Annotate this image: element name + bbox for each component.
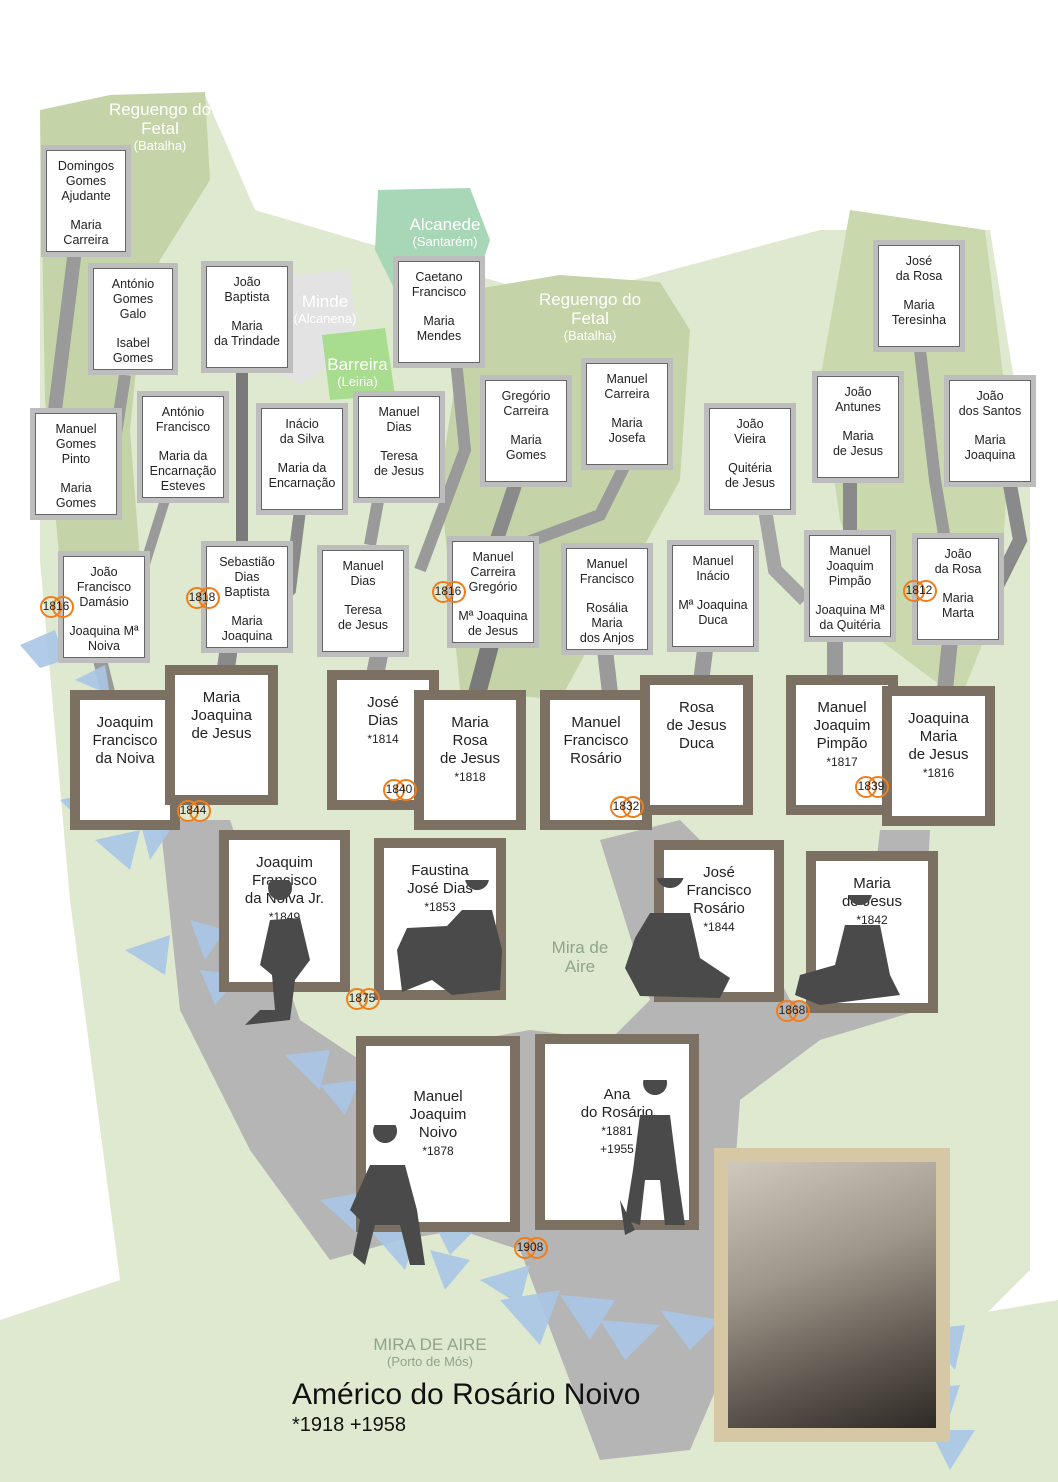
branch	[488, 482, 522, 548]
marriage-year-1868: 1868	[776, 1000, 810, 1022]
region-label: Mira de Aire	[551, 938, 609, 976]
silhouette-figure	[350, 1125, 425, 1265]
marriage-year-1875: 1875	[346, 988, 380, 1010]
leaf	[190, 920, 225, 960]
leaf	[20, 630, 65, 668]
marriage-year-1839: 1839	[855, 776, 889, 798]
marriage-year-1908: 1908	[514, 1237, 548, 1259]
marriage-year-1816: 1816	[40, 596, 74, 618]
region-label: Minde(Alcanena)	[293, 292, 357, 326]
subject-name: Américo do Rosário Noivo	[292, 1378, 641, 1411]
leaf	[320, 1080, 360, 1115]
leaf	[660, 1310, 720, 1350]
region-label: Barreira(Leiria)	[327, 355, 388, 389]
region-patch-barreira	[322, 328, 395, 400]
marriage-year-1812: 1812	[903, 580, 937, 602]
leaf	[500, 1290, 560, 1345]
leaf	[430, 1250, 470, 1290]
leaf	[560, 1295, 615, 1340]
leaf	[600, 1320, 660, 1360]
subject-photo	[728, 1162, 936, 1428]
marriage-year-1844: 1844	[177, 800, 211, 822]
branch	[414, 349, 472, 573]
region-label: MIRA DE AIRE(Porto de Mós)	[373, 1335, 487, 1369]
silhouette-figure	[620, 1080, 685, 1235]
marriage-year-1816: 1816	[432, 581, 466, 603]
region-label: Alcanede(Santarém)	[409, 215, 481, 249]
branch	[937, 639, 958, 691]
leaf	[75, 665, 110, 695]
marriage-year-1840: 1840	[383, 779, 417, 801]
leaves	[20, 630, 975, 1470]
marriage-year-1832: 1832	[610, 796, 644, 818]
leaf	[285, 1050, 330, 1090]
silhouette-figure	[245, 880, 310, 1025]
leaf	[480, 1265, 530, 1305]
branch	[517, 462, 631, 551]
leaf	[125, 935, 170, 975]
region-label: Reguengo do Fetal(Batalha)	[538, 290, 642, 343]
silhouette-figure	[795, 895, 900, 1005]
subject-photo-frame	[714, 1148, 950, 1442]
silhouette-figure	[625, 878, 730, 998]
branch	[758, 508, 810, 605]
subject-life-dates: *1918 +1958	[292, 1414, 407, 1436]
marriage-year-1818: 1818	[186, 587, 220, 609]
silhouette-figure	[397, 880, 502, 995]
region-label: Reguengo do Fetal(Batalha)	[108, 100, 212, 153]
leaf	[140, 820, 170, 860]
leaf	[95, 830, 140, 870]
branch	[914, 349, 951, 541]
